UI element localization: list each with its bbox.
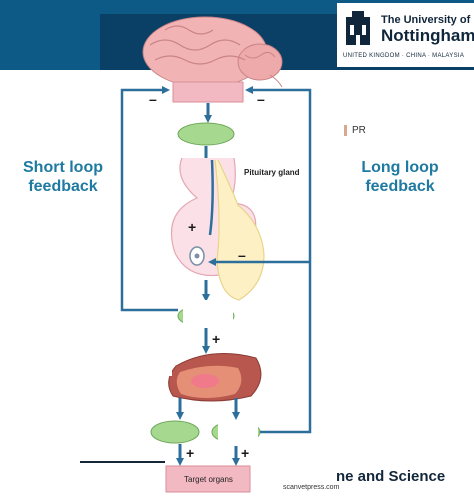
target-organs-box (165, 465, 251, 493)
short-loop-feedback-label: Short loop feedback (23, 159, 103, 195)
minus-sign-pituitary: – (238, 247, 246, 263)
plus-sign-target-left: + (186, 445, 194, 461)
university-name-line2: Nottingham (381, 26, 474, 45)
pr-tag: PR (344, 125, 366, 136)
footer-title-fragment: ne and Science (336, 468, 446, 485)
pituitary-gland-illustration (170, 157, 265, 301)
pituitary-gland-label: Pituitary gland (244, 168, 300, 177)
university-name-line1: The University of (381, 14, 471, 26)
hidden-label-box-1 (236, 123, 282, 143)
hidden-label-box-2 (130, 257, 172, 277)
university-locations: UNITED KINGDOM · CHINA · MALAYSIA (343, 53, 465, 59)
plus-sign-gland: + (212, 331, 220, 347)
releasing-hormone-oval (177, 122, 235, 146)
hidden-label-box-5 (218, 420, 258, 446)
university-logo (337, 3, 474, 67)
image-credit: scanvetpress.com (283, 484, 340, 491)
hidden-label-box-3 (183, 300, 233, 328)
hypothalamus-box (172, 81, 244, 103)
minus-sign-short-loop: – (149, 91, 157, 107)
peripheral-hormone-oval-left (150, 420, 200, 444)
target-organs-label: Target organs (184, 475, 233, 484)
brain-illustration (142, 16, 283, 88)
minus-sign-long-loop: – (257, 91, 265, 107)
plus-sign-target-right: + (241, 445, 249, 461)
short-loop-feedback-path (120, 86, 178, 312)
target-gland-illustration (168, 353, 262, 402)
crest-icon (346, 11, 370, 45)
hidden-label-box-4 (120, 356, 172, 376)
long-loop-feedback-label: Long loop feedback (361, 159, 439, 195)
plus-sign-pituitary: + (188, 219, 196, 235)
